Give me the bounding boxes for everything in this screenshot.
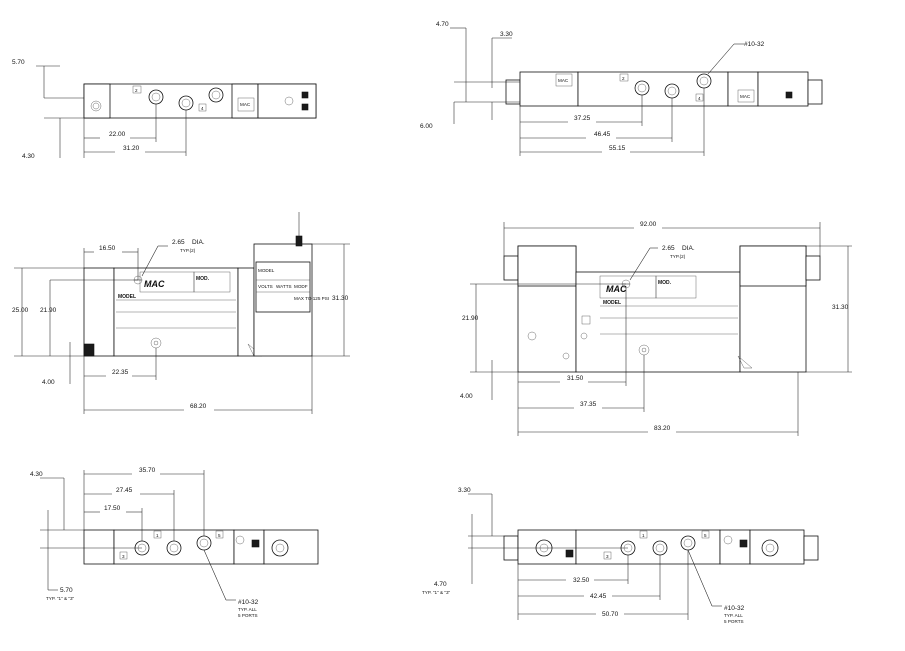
dim-v6-f: #10-32 <box>724 605 745 612</box>
dim-v6-f3: 5 PORTS <box>724 619 744 624</box>
dim-v5-f: #10-32 <box>238 599 259 606</box>
dim-v5-e: 5.70 <box>60 587 73 594</box>
dim-v4-e: 31.50 <box>567 375 584 382</box>
dim-v3-b: 2.65 <box>172 239 185 246</box>
dim-v6-a: 3.30 <box>458 487 471 494</box>
volts-label-v3: VOLTS <box>258 284 273 289</box>
view-top-single-solenoid: 2 4 MAC 5.70 4.30 22.00 31.20 <box>12 59 317 160</box>
model-label-coil-v3: MODEL <box>258 268 275 273</box>
brand-mark-v2a: MAC <box>558 78 569 83</box>
dim-v4-h: 31.30 <box>832 304 849 311</box>
port-label-3: 3 <box>122 554 125 559</box>
dim-v1-b: 4.30 <box>22 153 35 160</box>
dim-v2-d: 37.25 <box>574 115 591 122</box>
brand-mark-v4: MAC <box>606 284 627 294</box>
dim-v6-e: 50.70 <box>602 611 619 618</box>
dim-v4-a: 92.00 <box>640 221 657 228</box>
view-bottom-double-solenoid: 3 1 5 3.30 4.70 TYP. "1" & "3" 32.50 42.… <box>422 487 819 624</box>
dim-v4-b: 2.65 <box>662 245 675 252</box>
port-label-3-v6: 3 <box>606 554 609 559</box>
port-label-2-v2: 2 <box>622 76 625 81</box>
view-side-single-solenoid: MAC MOD. MODEL MODEL VOLTS WATTS MODF MA… <box>12 212 350 414</box>
dim-v4-f: 37.35 <box>580 401 597 408</box>
mod-label-v3: MOD. <box>196 276 210 282</box>
dim-v4-g: 83.20 <box>654 425 671 432</box>
view-bottom-single-solenoid: 3 1 5 35.70 27.45 17.50 4.30 5.70 <box>30 467 319 618</box>
dim-v2-a: 4.70 <box>436 21 449 28</box>
dim-v6-d: 42.45 <box>590 593 607 600</box>
dim-v5-b: 27.45 <box>116 487 133 494</box>
dim-v5-a: 35.70 <box>139 467 156 474</box>
port-label-4: 4 <box>201 106 204 111</box>
dim-v2-f: 55.15 <box>609 145 626 152</box>
dim-v5-f2: TYP. ALL <box>238 607 257 612</box>
dim-v3-g: 68.20 <box>190 403 207 410</box>
model-label-v3: MODEL <box>118 294 136 300</box>
dim-v3-e: 4.00 <box>42 379 55 386</box>
dim-v1-a: 5.70 <box>12 59 25 66</box>
dim-v3-f: 22.35 <box>112 369 129 376</box>
dim-v4-b2: DIA. <box>682 245 695 252</box>
dim-v2-c: 6.00 <box>420 123 433 130</box>
port-label-4-v2: 4 <box>698 96 701 101</box>
dim-v4-d: 4.00 <box>460 393 473 400</box>
dim-v2-g: #10-32 <box>744 41 765 48</box>
dim-v6-b: 4.70 <box>434 581 447 588</box>
dim-v2-e: 46.45 <box>594 131 611 138</box>
dim-v5-c: 17.50 <box>104 505 121 512</box>
watts-label-v3: WATTS <box>276 284 292 289</box>
modf-label-v3: MODF <box>294 284 308 289</box>
dim-v5-d: 4.30 <box>30 471 43 478</box>
dim-v3-b2: DIA. <box>192 239 205 246</box>
port-label-1-v6: 1 <box>642 533 645 538</box>
dim-v2-b: 3.30 <box>500 31 513 38</box>
dim-v6-f2: TYP. ALL <box>724 613 743 618</box>
dim-v6-b2: TYP. "1" & "3" <box>422 590 451 595</box>
port-label-5-v6: 5 <box>704 533 707 538</box>
max-pressure-label-v3: MAX TO 125 PSI <box>294 296 329 301</box>
port-label-5: 5 <box>218 533 221 538</box>
view-top-double-solenoid: MAC 2 4 MAC 4.70 3.30 6.00 37.25 <box>420 21 823 156</box>
port-label-1: 1 <box>156 533 159 538</box>
dim-v1-d: 31.20 <box>123 145 140 152</box>
brand-mark-v2b: MAC <box>740 94 751 99</box>
dim-v5-f3: 5 PORTS <box>238 613 258 618</box>
dim-v4-c: 21.90 <box>462 315 479 322</box>
dim-v3-c: 25.00 <box>12 307 29 314</box>
brand-mark-v1: MAC <box>240 102 251 107</box>
dim-v6-c: 32.50 <box>573 577 590 584</box>
brand-mark-v3: MAC <box>144 279 165 289</box>
dim-v1-c: 22.00 <box>109 131 126 138</box>
dim-v4-b3: TYP.(2) <box>670 254 686 259</box>
mod-label-v4: MOD. <box>658 280 672 286</box>
view-side-double-solenoid: MAC MOD. MODEL 92.00 2.65 DIA. TYP.(2) 2… <box>460 221 852 436</box>
port-label-2: 2 <box>135 88 138 93</box>
dim-v3-d: 21.90 <box>40 307 57 314</box>
dim-v3-h: 31.30 <box>332 295 349 302</box>
dim-v5-e2: TYP. "1" & "3" <box>46 596 75 601</box>
dim-v3-b3: TYP.(2) <box>180 248 196 253</box>
dim-v3-a: 16.50 <box>99 245 116 252</box>
model-label-v4: MODEL <box>603 300 621 306</box>
